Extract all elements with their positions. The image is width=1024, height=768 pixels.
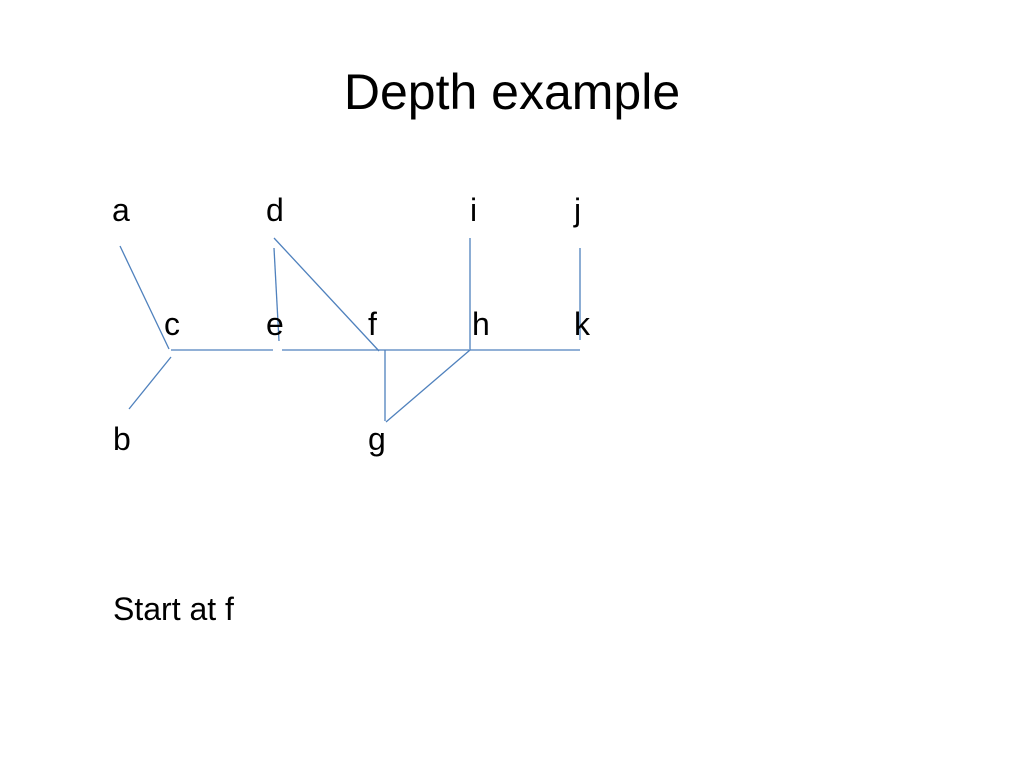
edge-d-e [273,247,280,342]
edge-d-f [273,237,380,352]
node-g: g [368,421,386,457]
node-b: b [113,421,131,457]
node-a: a [112,192,130,228]
node-f: f [368,306,377,342]
node-j: j [574,192,582,228]
slide-title: Depth example [343,64,681,120]
node-i: i [470,192,478,228]
start-caption: Start at f [113,591,234,627]
node-e: e [266,306,284,342]
edge-g-h [385,349,471,423]
node-d: d [266,192,284,228]
edge-a-c [119,245,170,350]
edge-b-c [128,356,172,410]
node-k: k [574,306,590,342]
node-c: c [164,306,180,342]
node-h: h [472,306,490,342]
